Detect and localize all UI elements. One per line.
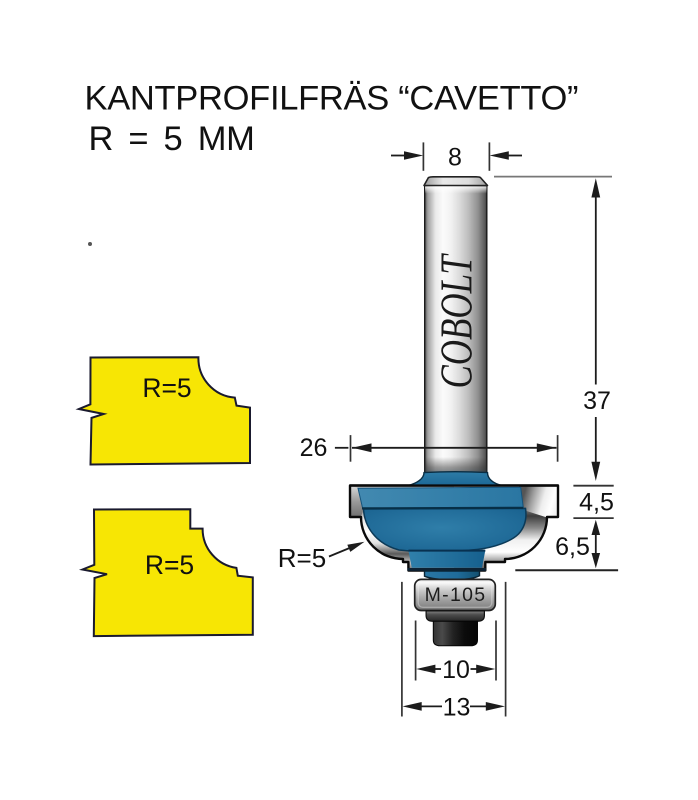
svg-text:8: 8: [448, 144, 462, 172]
svg-text:13: 13: [443, 693, 471, 721]
svg-text:10: 10: [442, 656, 470, 684]
svg-text:26: 26: [300, 434, 328, 462]
svg-text:M-105: M-105: [425, 584, 487, 606]
svg-text:COBOLT: COBOLT: [431, 252, 482, 388]
svg-text:R=5: R=5: [278, 543, 326, 573]
svg-text:R = 5 MM: R = 5 MM: [89, 120, 255, 158]
svg-text:KANTPROFILFRÄS “CAVETTO”: KANTPROFILFRÄS “CAVETTO”: [85, 80, 579, 118]
svg-text:6,5: 6,5: [555, 533, 590, 561]
svg-text:4,5: 4,5: [579, 489, 614, 517]
svg-text:R=5: R=5: [145, 550, 194, 580]
svg-text:37: 37: [583, 387, 611, 415]
svg-text:R=5: R=5: [142, 373, 191, 403]
